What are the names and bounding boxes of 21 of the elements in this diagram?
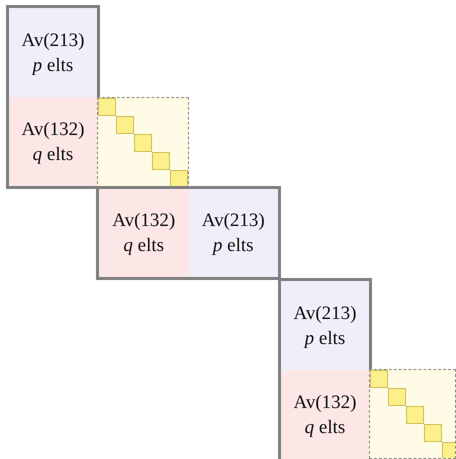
element-count: p elts: [212, 234, 254, 258]
class-cell: [188, 189, 278, 277]
class-cell: [9, 97, 97, 186]
outlined-block: [96, 186, 281, 280]
class-name: Av(213): [294, 302, 356, 326]
class-name: Av(213): [202, 209, 265, 233]
class-cell: [9, 8, 97, 97]
element-count: q elts: [304, 416, 346, 440]
element-count: p elts: [304, 326, 346, 350]
class-name: Av(132): [294, 390, 356, 414]
element-count: p elts: [32, 54, 74, 78]
class-name: Av(213): [22, 28, 84, 52]
class-name: Av(132): [22, 118, 84, 142]
class-cell: [281, 281, 369, 370]
class-cell: [99, 189, 188, 277]
element-count: q elts: [123, 234, 164, 258]
element-count: q elts: [32, 142, 74, 166]
class-name: Av(132): [112, 209, 176, 233]
outlined-block: [6, 5, 100, 189]
class-cell: [281, 370, 369, 459]
outlined-block: [278, 278, 372, 459]
